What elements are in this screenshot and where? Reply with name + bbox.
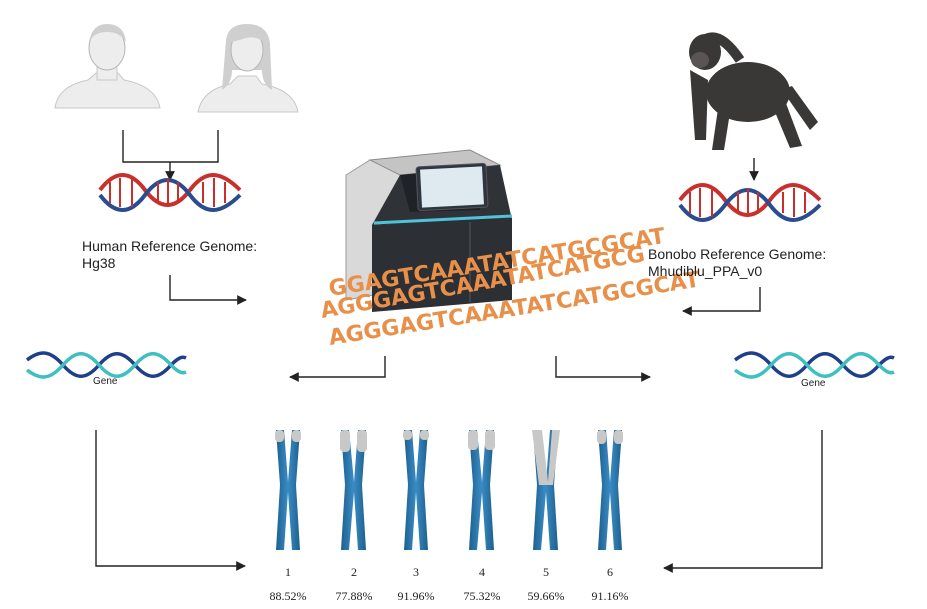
human-male-icon xyxy=(54,24,161,109)
chromosome-1 xyxy=(275,430,301,550)
gene-left-icon xyxy=(25,351,187,379)
chromosome-2 xyxy=(340,430,367,550)
chromosome-4-percent: 75.32% xyxy=(463,589,501,603)
human-dna-helix-icon xyxy=(98,173,242,212)
bonobo-genome-name: Mhudiblu_PPA_v0 xyxy=(648,263,763,279)
gene-right-icon xyxy=(733,351,895,379)
human-genome-name: Hg38 xyxy=(82,255,116,271)
human-merge-connector xyxy=(122,130,219,181)
chromosome-3 xyxy=(403,430,429,550)
chromosome-5-percent: 59.66% xyxy=(527,589,565,603)
chromosome-3-percent: 91.96% xyxy=(397,589,435,603)
chromosome-5 xyxy=(532,430,560,550)
chromosome-5-number: 5 xyxy=(543,565,549,579)
chromosome-6 xyxy=(597,430,623,550)
bonobo-icon xyxy=(689,32,818,150)
chromosome-4-number: 4 xyxy=(479,565,485,579)
chromosome-2-percent: 77.88% xyxy=(335,589,373,603)
bonobo-genome-arrow xyxy=(682,287,761,316)
gene-right-label: Gene xyxy=(801,378,826,389)
bonobo-genome-title: Bonobo Reference Genome: xyxy=(648,246,827,262)
chromosome-6-percent: 91.16% xyxy=(591,589,629,603)
chromosome-1-percent: 88.52% xyxy=(269,589,307,603)
human-female-icon xyxy=(197,24,299,113)
seq-to-right-gene-arrow xyxy=(555,356,651,382)
right-gene-to-chromosomes-arrow xyxy=(663,430,823,573)
chromosome-4 xyxy=(468,430,495,550)
chromosome-2-number: 2 xyxy=(351,565,357,579)
seq-to-left-gene-arrow xyxy=(289,356,386,382)
human-genome-arrow xyxy=(169,275,247,305)
bonobo-dna-helix-icon xyxy=(678,183,822,222)
sequencer-machine-icon xyxy=(345,149,513,312)
chromosome-1-number: 1 xyxy=(285,565,291,579)
human-genome-title: Human Reference Genome: xyxy=(82,238,258,254)
bonobo-genome-label: Bonobo Reference Genome: Mhudiblu_PPA_v0 xyxy=(648,246,826,280)
chromosome-6-number: 6 xyxy=(607,565,613,579)
chromosome-3-number: 3 xyxy=(413,565,419,579)
human-genome-label: Human Reference Genome: Hg38 xyxy=(82,238,257,272)
gene-left-label: Gene xyxy=(93,376,118,387)
left-gene-to-chromosomes-arrow xyxy=(95,430,246,571)
